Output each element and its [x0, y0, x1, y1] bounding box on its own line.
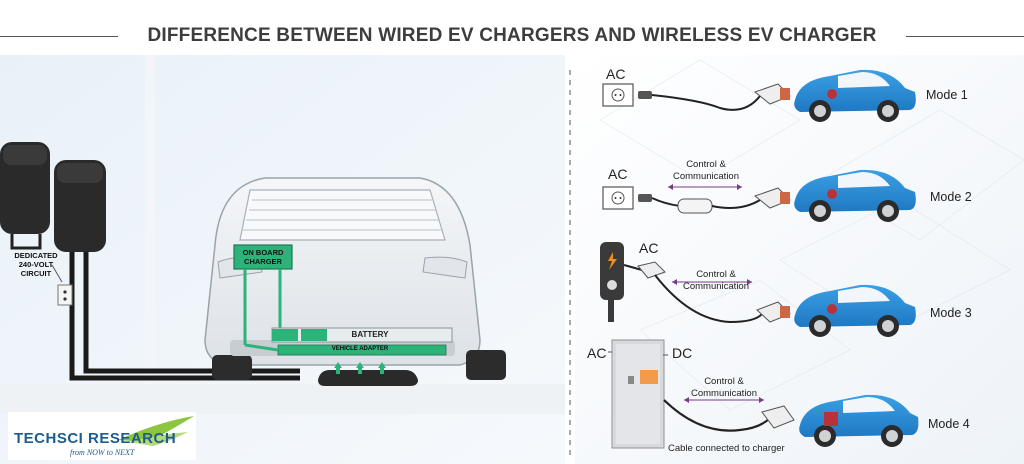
blue-car-4: [799, 394, 919, 447]
logo-tagline: from NOW to NEXT: [70, 448, 135, 457]
title-rule-right: [906, 36, 1024, 37]
circuit-label-line-1: DEDICATED: [14, 251, 58, 260]
mode-4-dc-label: DC: [672, 345, 693, 361]
blue-car-2: [794, 169, 916, 222]
car-rear-illustration: [204, 177, 506, 380]
title-rule-left: [0, 36, 118, 37]
onboard-charger-label: ON BOARD CHARGER: [234, 248, 292, 266]
mode-3-label: Mode 3: [930, 306, 972, 320]
vehicle-adapter-label: VEHICLE ADAPTER: [331, 346, 389, 352]
logo-swoosh-icon: [118, 416, 194, 446]
mode-3-comm-label: Control & Communication: [676, 269, 756, 293]
mode-2-comm-line-2: Communication: [673, 171, 739, 182]
circuit-label-line-2: 240-VOLT: [18, 260, 54, 269]
mode-4-cable-note: Cable connected to charger: [668, 443, 785, 454]
circuit-label-line-3: CIRCUIT: [20, 269, 52, 278]
mode-4-label: Mode 4: [928, 417, 970, 431]
onboard-label-line-2: CHARGER: [244, 257, 282, 266]
battery-label: BATTERY: [351, 330, 389, 339]
mode-2-ac-label: AC: [608, 166, 628, 182]
page-title: DIFFERENCE BETWEEN WIRED EV CHARGERS AND…: [147, 25, 877, 46]
title-bar: DIFFERENCE BETWEEN WIRED EV CHARGERS AND…: [0, 22, 1024, 52]
mode-3-comm-line-1: Control &: [696, 269, 736, 280]
mode-4-diagram: [608, 339, 795, 449]
logo-main-text: TECHSCI RESEARCH: [14, 430, 177, 447]
onboard-label-line-1: ON BOARD: [242, 248, 284, 257]
charging-system-diagram: [233, 244, 453, 386]
mode-1-ac-label: AC: [606, 66, 626, 82]
blue-car-1: [794, 69, 916, 122]
mode-2-label: Mode 2: [930, 190, 972, 204]
mode-2-comm-label: Control & Communication: [666, 159, 746, 183]
mode-3-comm-line-2: Communication: [683, 281, 749, 292]
mode-3-ac-label: AC: [639, 240, 659, 256]
mode-2-diagram: [602, 184, 791, 214]
circuit-label: DEDICATED 240-VOLT CIRCUIT: [6, 251, 66, 278]
mode-1-diagram: [602, 83, 791, 111]
mode-1-label: Mode 1: [926, 88, 968, 102]
mode-3-diagram: [600, 242, 791, 324]
blue-car-3: [794, 284, 916, 337]
mode-4-comm-line-1: Control &: [704, 376, 744, 387]
mode-2-comm-line-1: Control &: [686, 159, 726, 170]
techsci-logo: TECHSCI RESEARCH from NOW to NEXT: [8, 412, 196, 460]
mode-4-comm-label: Control & Communication: [684, 376, 764, 400]
mode-4-comm-line-2: Communication: [691, 388, 757, 399]
mode-4-ac-label: AC: [587, 345, 607, 361]
